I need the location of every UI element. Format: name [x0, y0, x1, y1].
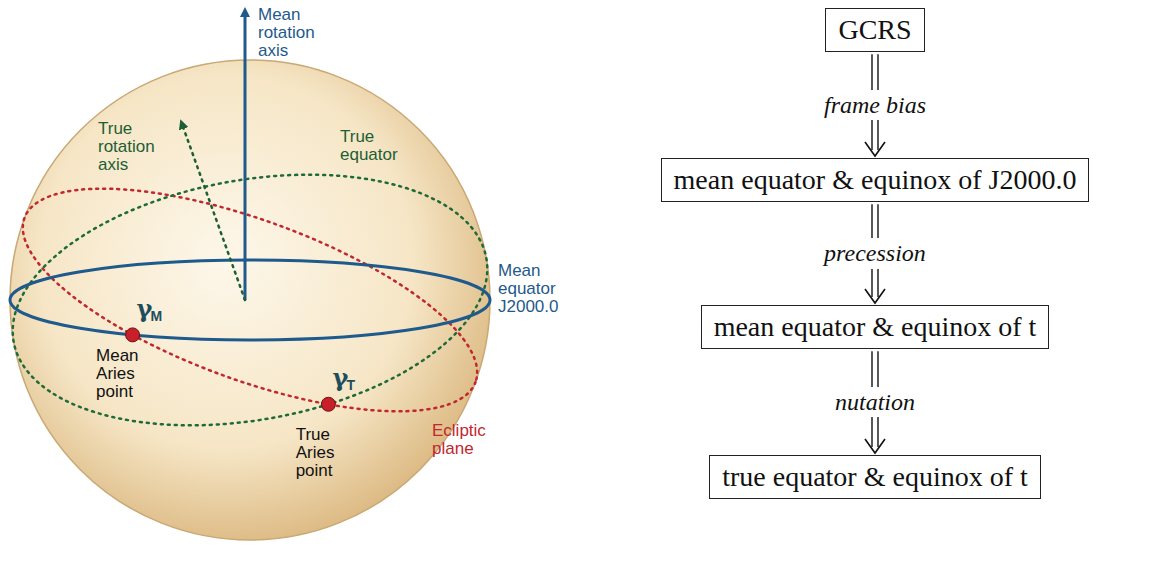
aries-subscript: M — [151, 309, 163, 323]
true-aries-dot — [321, 397, 335, 411]
axis-label: True rotation axis — [98, 120, 155, 174]
aries-label: Mean Aries point — [96, 347, 139, 401]
mean-rotation-axis — [244, 12, 247, 300]
arrow-head — [865, 142, 885, 156]
frame-name: mean equator & equinox of J2000.0 — [674, 164, 1077, 196]
ecliptic-plane — [0, 143, 503, 458]
mean-aries-dot — [126, 328, 140, 342]
transformation-label: nutation — [829, 387, 921, 417]
aries-subscript: T — [346, 378, 355, 392]
transformation-label: frame bias — [818, 90, 932, 120]
frame-name: mean equator & equinox of t — [714, 311, 1037, 343]
true-equator — [0, 140, 507, 460]
axis-label: Mean rotation axis — [258, 6, 315, 60]
frame-box: mean equator & equinox of J2000.0 — [661, 158, 1090, 202]
frame-name: GCRS — [838, 14, 911, 46]
frame-box: true equator & equinox of t — [709, 455, 1041, 499]
arrow-head — [865, 439, 885, 453]
aries-label: True Aries point — [296, 426, 335, 480]
sphere — [10, 60, 490, 540]
equator-label: True equator — [340, 128, 398, 164]
mean-equator — [10, 260, 490, 340]
frame-box: mean equator & equinox of t — [701, 305, 1050, 349]
true-rotation-axis — [182, 124, 245, 300]
aries-symbol: γ — [137, 297, 153, 321]
plane-label: Ecliptic plane — [432, 422, 486, 458]
arrow-head — [865, 289, 885, 303]
transformation-label: precession — [818, 238, 932, 268]
equator-label: Mean equator J2000.0 — [498, 262, 558, 316]
frame-name: true equator & equinox of t — [722, 461, 1028, 493]
aries-symbol: γ — [332, 366, 348, 390]
frame-box: GCRS — [825, 8, 924, 52]
